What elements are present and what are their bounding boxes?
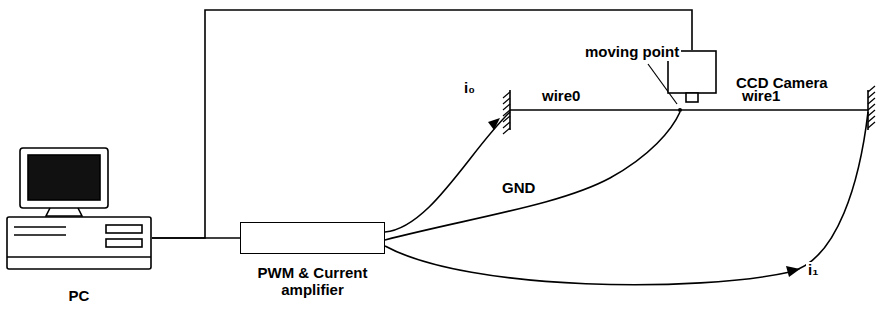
callout-label: moving point bbox=[583, 44, 681, 61]
moving-point-dot bbox=[678, 108, 682, 112]
wall-hatching bbox=[868, 86, 875, 128]
computer-drawing bbox=[6, 145, 152, 273]
hatch-stroke bbox=[868, 86, 875, 92]
current-label: i₁ bbox=[806, 262, 820, 279]
signal-label: GND bbox=[500, 180, 537, 197]
signal-cable bbox=[152, 237, 240, 239]
wire-0 bbox=[510, 109, 680, 111]
current-arrow bbox=[488, 118, 500, 130]
current-arrow bbox=[786, 266, 800, 277]
hatch-stroke bbox=[503, 92, 510, 98]
wire-label: wire1 bbox=[740, 88, 782, 105]
hatch-stroke bbox=[503, 122, 510, 128]
wire-1 bbox=[680, 109, 868, 111]
amplifier-box bbox=[240, 222, 385, 254]
hatch-stroke bbox=[868, 110, 875, 116]
current-lead-i0 bbox=[385, 112, 510, 232]
amplifier-box: PWM & Current amplifier bbox=[240, 222, 385, 299]
computer: PC bbox=[6, 145, 152, 304]
wire-label: wire0 bbox=[540, 88, 582, 105]
ground-lead bbox=[385, 112, 680, 240]
hatch-stroke bbox=[503, 128, 510, 134]
hatch-stroke bbox=[503, 104, 510, 110]
hatch-stroke bbox=[868, 98, 875, 104]
hatch-stroke bbox=[868, 104, 875, 110]
current-lead-i1 bbox=[385, 112, 868, 285]
signal-cable bbox=[152, 10, 692, 238]
hatch-stroke bbox=[503, 98, 510, 104]
hatch-stroke bbox=[868, 122, 875, 128]
node-label: PWM & Current amplifier bbox=[240, 264, 385, 299]
node-label: PC bbox=[6, 287, 152, 304]
hatch-stroke bbox=[868, 92, 875, 98]
hatch-stroke bbox=[868, 116, 875, 122]
current-label: i₀ bbox=[462, 80, 477, 97]
